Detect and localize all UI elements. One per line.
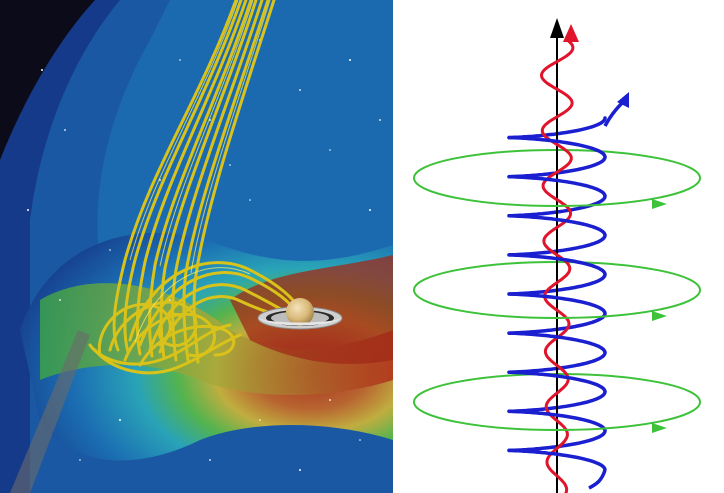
helix-diagram [393, 0, 724, 493]
green-loop-bottom-arrowhead [652, 423, 667, 433]
planet-body [286, 298, 314, 326]
axis-arrowhead [550, 18, 564, 38]
red-wave-line [539, 38, 575, 493]
helix-background [393, 0, 724, 493]
magnetosphere-render [0, 0, 393, 493]
green-loop-bottom-front [413, 401, 701, 431]
red-wave-arrowhead [563, 24, 579, 42]
blue-helix-tail [588, 469, 607, 490]
field-line-highlights [129, 0, 271, 343]
magnetotail-band [40, 283, 393, 395]
green-loop-middle-front [413, 289, 701, 319]
planet-shadow-stripe [10, 330, 90, 493]
green-loop-top-arrowhead [652, 199, 667, 209]
green-loop-middle-arrowhead [652, 311, 667, 321]
helix-diagram-panel [393, 0, 724, 493]
magnetosphere-simulation-panel [0, 0, 393, 493]
field-lines [88, 0, 302, 375]
blue-helix-front [507, 135, 607, 471]
green-loop-top-front [413, 177, 701, 207]
star-field [27, 39, 381, 471]
planet-ring-front [258, 318, 342, 326]
blue-helix-arrowhead [617, 92, 629, 108]
plasma-inner-layer [97, 0, 393, 304]
